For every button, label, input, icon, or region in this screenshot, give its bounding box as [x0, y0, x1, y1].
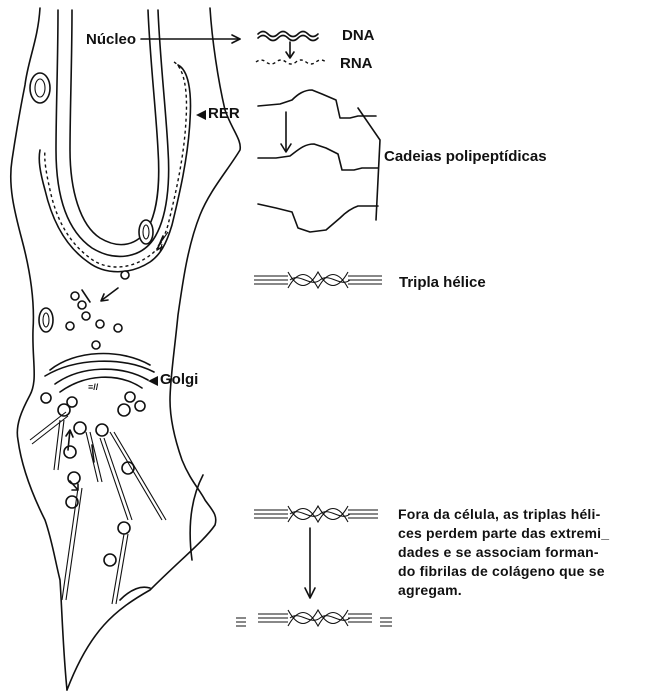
procollagen-bundles — [30, 412, 166, 604]
label-rna: RNA — [340, 55, 373, 72]
label-golgi-group: Golgi — [148, 371, 198, 388]
label-dna: DNA — [342, 27, 375, 44]
collagen-aggregation — [236, 506, 392, 626]
label-nucleus-group: Núcleo — [86, 31, 240, 48]
caption-line: dades e se associam forman- — [398, 544, 599, 560]
caption-line: Fora da célula, as triplas héli- — [398, 506, 601, 522]
triple-helix: Tripla hélice — [254, 272, 486, 291]
label-polypeptide-chains: Cadeias polipeptídicas — [384, 148, 547, 165]
polypeptide-chains: Cadeias polipeptídicas — [258, 90, 547, 232]
golgi-apparatus: ≡// — [41, 354, 154, 416]
caption-line: agregam. — [398, 582, 462, 598]
transport-vesicles — [66, 271, 129, 349]
label-rer: RER — [208, 105, 240, 122]
label-rer-group: RER — [196, 105, 240, 122]
dna-rna-panel: DNA RNA — [256, 27, 375, 72]
caption-line: do fibrilas de colágeno que se — [398, 563, 605, 579]
caption-line: ces perdem parte das extremi_ — [398, 525, 609, 541]
label-triple-helix: Tripla hélice — [399, 274, 486, 291]
label-golgi: Golgi — [160, 371, 198, 388]
label-nucleus: Núcleo — [86, 31, 136, 48]
caption: Fora da célula, as triplas héli- ces per… — [398, 506, 609, 598]
rough-er — [39, 62, 190, 272]
svg-text:≡//: ≡// — [88, 382, 99, 392]
